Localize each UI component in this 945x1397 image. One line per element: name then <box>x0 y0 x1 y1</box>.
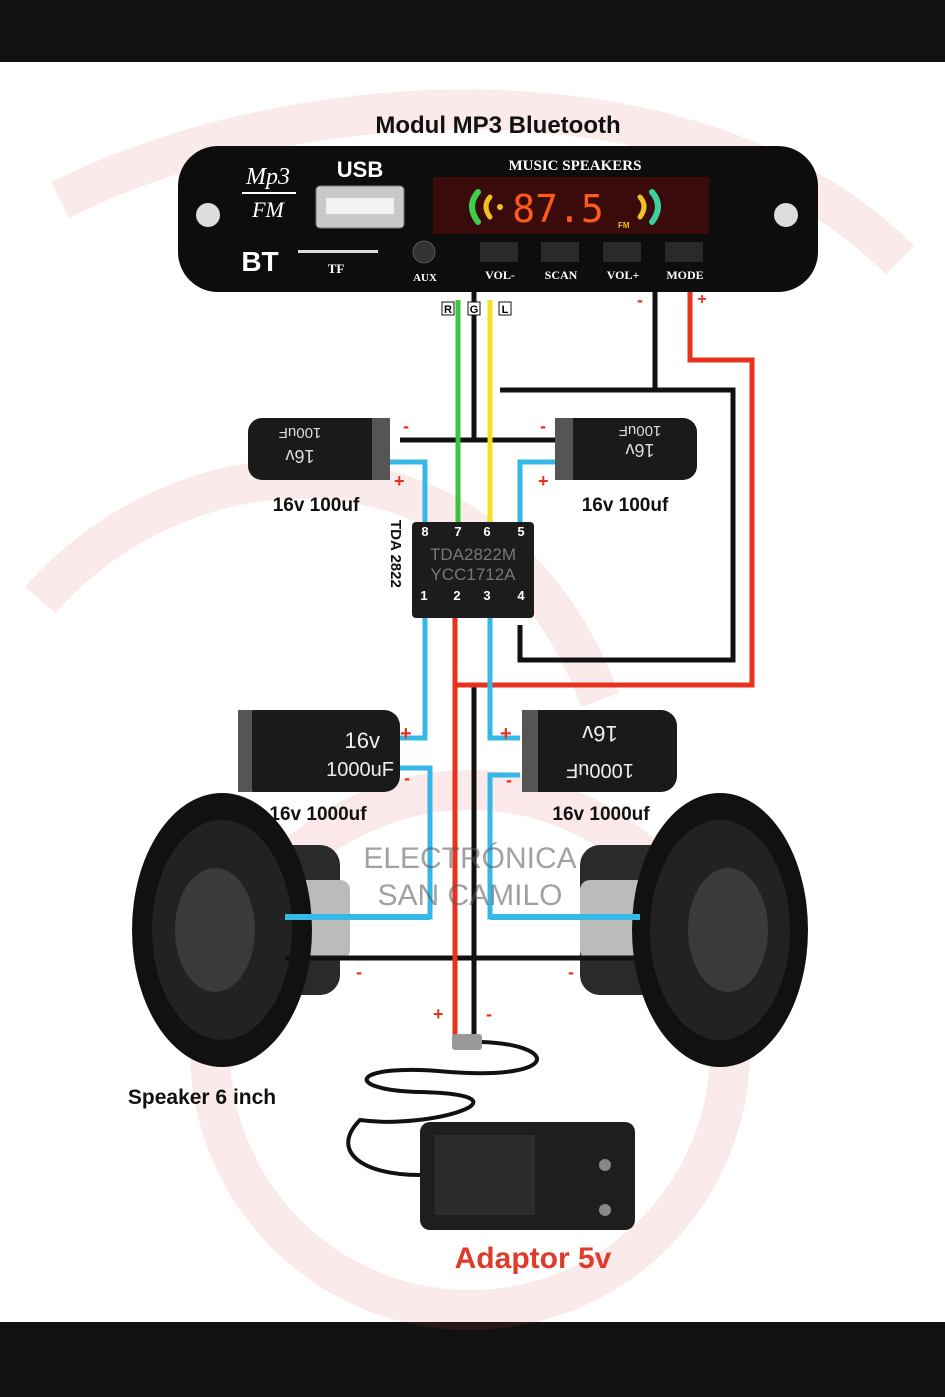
mode-label: MODE <box>666 268 703 282</box>
mp3-logo: Mp3 <box>245 164 290 190</box>
tda2822-chip: TDA 2822 TDA2822M YCC1712A 8 7 6 5 1 2 3… <box>387 520 534 618</box>
cap-label: 16v 1000uf <box>552 804 650 825</box>
frequency-display: 87.5 <box>512 187 604 231</box>
module-minus-label: - <box>637 290 643 310</box>
module-buttons: VOL- SCAN VOL+ MODE <box>480 242 704 282</box>
adaptor-label: Adaptor 5v <box>455 1242 612 1275</box>
capacitor-1000uf-right: 16v 1000uF + - 16v 1000uf <box>500 710 677 825</box>
music-speakers-label: MUSIC SPEAKERS <box>509 158 642 174</box>
cap-marking: 16v <box>625 440 654 460</box>
positive-wire <box>455 292 755 688</box>
top-black-bar <box>0 0 945 62</box>
vol-plus-button[interactable] <box>603 242 641 262</box>
cap-marking: 16v <box>582 721 617 746</box>
chip-label: TDA 2822 <box>387 520 404 588</box>
speaker-left: - <box>132 793 362 1067</box>
cap-marking: 16v <box>285 446 314 466</box>
pin-number: 7 <box>454 524 461 539</box>
cap-minus: - <box>540 416 546 436</box>
fm-logo: FM <box>251 197 285 222</box>
cap-minus: - <box>506 770 512 790</box>
cap-marking: 100uF <box>619 422 662 439</box>
cap-marking: 100uF <box>279 424 322 441</box>
capacitor-100uf-right: 100uF 16v - + 16v 100uf <box>538 416 697 516</box>
usb-label: USB <box>337 157 383 182</box>
pin-number: 6 <box>483 524 490 539</box>
adaptor-plus: + <box>433 1004 444 1024</box>
mode-button[interactable] <box>665 242 703 262</box>
ground-wire <box>517 292 736 663</box>
cap-minus: - <box>404 768 410 788</box>
capacitor-1000uf-left: 16v 1000uF + - 16v 1000uf <box>238 710 412 825</box>
speaker-right-minus: - <box>568 962 574 982</box>
bottom-black-bar <box>0 1322 945 1397</box>
scan-button[interactable] <box>541 242 579 262</box>
aux-jack[interactable] <box>412 240 436 264</box>
mp3-module: Mp3 FM USB BT TF AUX MUSIC SPEAKERS 87.5… <box>178 146 818 292</box>
tf-label: TF <box>328 261 345 276</box>
cap-label: 16v 1000uf <box>269 804 367 825</box>
watermark-line2: SAN CAMILO <box>377 879 562 912</box>
cap-minus: - <box>403 416 409 436</box>
module-title: Modul MP3 Bluetooth <box>375 112 620 139</box>
cap-marking: 16v <box>345 728 380 753</box>
cap-plus: + <box>500 723 512 745</box>
module-plus-label: + <box>697 291 706 308</box>
adaptor-minus: - <box>486 1004 492 1024</box>
cap-label: 16v 100uf <box>273 495 360 516</box>
chip-marking-1: TDA2822M <box>430 545 516 564</box>
pin-number: 4 <box>517 588 525 603</box>
vol-minus-button[interactable] <box>480 242 518 262</box>
bt-label: BT <box>241 246 278 277</box>
tf-slot[interactable] <box>298 250 378 253</box>
audio-pin-labels: R G L - + <box>441 290 707 316</box>
vol-plus-label: VOL+ <box>607 268 640 282</box>
cap-label: 16v 100uf <box>582 495 669 516</box>
pin-number: 1 <box>420 588 427 603</box>
watermark: ELECTRÓNICA SAN CAMILO <box>363 842 576 912</box>
cap-plus: + <box>538 471 549 491</box>
fm-indicator: FM <box>618 221 630 230</box>
power-adaptor: + - Adaptor 5v <box>346 1004 635 1275</box>
pin-number: 3 <box>483 588 490 603</box>
speaker-label: Speaker 6 inch <box>128 1086 276 1109</box>
pin-l-label: L <box>502 304 509 316</box>
cap-marking: 1000uF <box>566 759 634 781</box>
cap-plus: + <box>394 471 405 491</box>
capacitor-100uf-left: 100uF 16v - + 16v 100uf <box>248 416 409 516</box>
pin-g-label: G <box>470 304 479 316</box>
chip-marking-2: YCC1712A <box>430 565 516 584</box>
pin-number: 2 <box>453 588 460 603</box>
vol-minus-label: VOL- <box>485 268 515 282</box>
cap-marking: 1000uF <box>326 759 394 781</box>
cap-plus: + <box>400 723 412 745</box>
pin-number: 5 <box>517 524 524 539</box>
scan-label: SCAN <box>545 268 578 282</box>
pin-number: 8 <box>421 524 428 539</box>
speaker-left-minus: - <box>356 962 362 982</box>
watermark-line1: ELECTRÓNICA <box>363 842 576 875</box>
aux-label: AUX <box>413 272 437 284</box>
pin-r-label: R <box>444 304 452 316</box>
